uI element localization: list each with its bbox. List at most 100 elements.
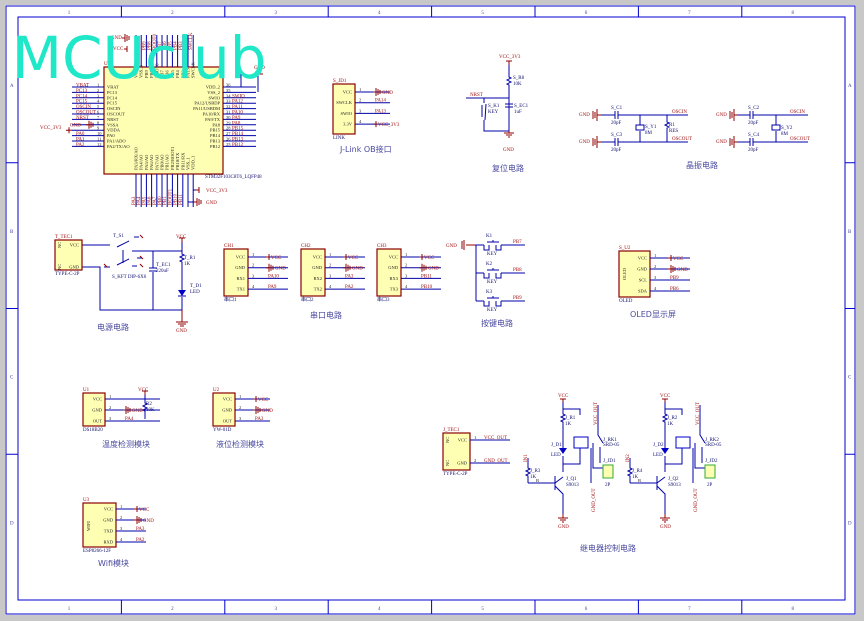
pin-number: 3 [120, 526, 123, 531]
frame-column-label: 2 [171, 11, 174, 16]
pin-number: 33 [226, 99, 231, 104]
pin-label: NC [57, 264, 62, 270]
pin-label: VSS_1 [186, 157, 191, 170]
module-designator: T_TEC1 [55, 235, 73, 240]
pin-label: TX1 [237, 287, 245, 292]
net-label: GND [446, 244, 457, 249]
module-footer: ESP8266-12F [83, 549, 111, 554]
pin-number: 4 [359, 119, 362, 124]
pin-label: PB15 [210, 128, 221, 133]
pin-wire [188, 189, 196, 203]
net-label: VCC [113, 47, 124, 52]
resistor-ref: R1 [669, 123, 675, 128]
pin-label: PA1/ADO [107, 139, 126, 144]
resistor-ref: R2 [146, 402, 152, 407]
pin-label: PA15 [186, 67, 191, 78]
pin-number: 12 [97, 142, 102, 147]
net-label: GND [70, 123, 81, 128]
pin-label: VCC [93, 397, 102, 402]
pin-number: 6 [97, 110, 100, 115]
pin-number: 29 [226, 120, 231, 125]
net-label: NRST [76, 116, 89, 121]
pin-label: VCC [104, 507, 113, 512]
section-caption: 复位电路 [492, 163, 524, 173]
net-label: PB6 [670, 287, 679, 292]
frame-row-label: C [848, 376, 852, 381]
relay-wiring [626, 402, 683, 514]
pin-number: 5 [97, 104, 100, 109]
net-label: VCC_3V3 [378, 123, 400, 128]
key-switch-icon [476, 268, 525, 279]
net-label: PC13 [76, 89, 88, 94]
led-value: LED [190, 290, 200, 295]
pin-label: VDD_2 [206, 85, 220, 90]
pin-wire [240, 73, 259, 92]
pin-number: 10 [97, 131, 102, 136]
module-footer: TYPE-C-2P [55, 272, 80, 277]
ground-icon [660, 514, 670, 523]
net-label: GND_OUT [484, 459, 508, 464]
pin-number: 32 [226, 104, 231, 109]
frame-row-label: A [848, 84, 852, 89]
net-label: PB1 [163, 196, 168, 205]
pin-label: VDD_1 [191, 156, 196, 170]
module-designator: S_U2 [619, 246, 631, 251]
pin-label: PB12 [210, 144, 220, 149]
net-label: PA2 [345, 285, 354, 290]
power-port-icon [196, 187, 200, 193]
net-label: PA12 [232, 100, 243, 105]
pin-number: 35 [226, 88, 231, 93]
key-value: KEY [487, 308, 498, 313]
net-label: PB8 [513, 268, 522, 273]
module-designator: J_TEC1 [443, 428, 460, 433]
ground-icon [253, 69, 263, 75]
pin-label: VCC [389, 255, 398, 260]
frame-column-label: 3 [275, 11, 278, 16]
net-label: VCC [348, 256, 359, 261]
net-label: PA9 [268, 285, 277, 290]
pin-number: 11 [97, 137, 101, 142]
pin-number: 3 [359, 108, 362, 113]
key-switch-icon [476, 296, 525, 307]
net-label: PA6 [148, 196, 153, 205]
frame-row-label: C [10, 376, 14, 381]
module-designator: CH3 [377, 244, 387, 249]
pin-label: PB5 [170, 69, 175, 78]
pin-number: 2 [120, 515, 122, 520]
pin-number: 3 [252, 273, 255, 278]
module-body [82, 502, 117, 548]
module-body [332, 83, 356, 135]
net-label: PA1 [76, 138, 85, 143]
pin-number: 4 [405, 284, 408, 289]
net-label: OSCOUT [790, 137, 810, 142]
pin-number: 1 [359, 87, 361, 92]
section-caption: 串口电路 [310, 310, 342, 320]
pin-label: VCC [343, 90, 352, 95]
net-label: PB12 [232, 143, 244, 148]
power-circuit: VCC T_S1 S_KFT DIP-6X6 T_EC1 220uF T_R1 … [82, 234, 202, 334]
net-label: GND [716, 140, 727, 145]
pin-number: 30 [226, 115, 231, 120]
switch-value: S_KFT DIP-6X6 [112, 275, 147, 280]
frame-column-label: 6 [585, 607, 588, 612]
net-label: SWIO [232, 94, 245, 99]
net-label: PB3 [179, 41, 184, 50]
power-port-icon [124, 46, 128, 52]
resistor-value: 1K [530, 475, 537, 480]
pin-label: RX3 [389, 276, 398, 281]
pin-number: 2 [405, 263, 407, 268]
pin-label: PB14 [210, 133, 221, 138]
net-label: GND_OUT [694, 488, 699, 512]
key-value: KEY [487, 280, 498, 285]
pin-label: GND [235, 265, 245, 270]
ground-icon [86, 120, 94, 129]
ground-icon [253, 406, 261, 414]
module-inner-label: OLED [622, 267, 627, 280]
net-label: PB10 [174, 193, 179, 205]
pin-label: PA7/AO [154, 154, 159, 170]
module-designator: U2 [213, 388, 220, 393]
module-body [376, 248, 402, 297]
